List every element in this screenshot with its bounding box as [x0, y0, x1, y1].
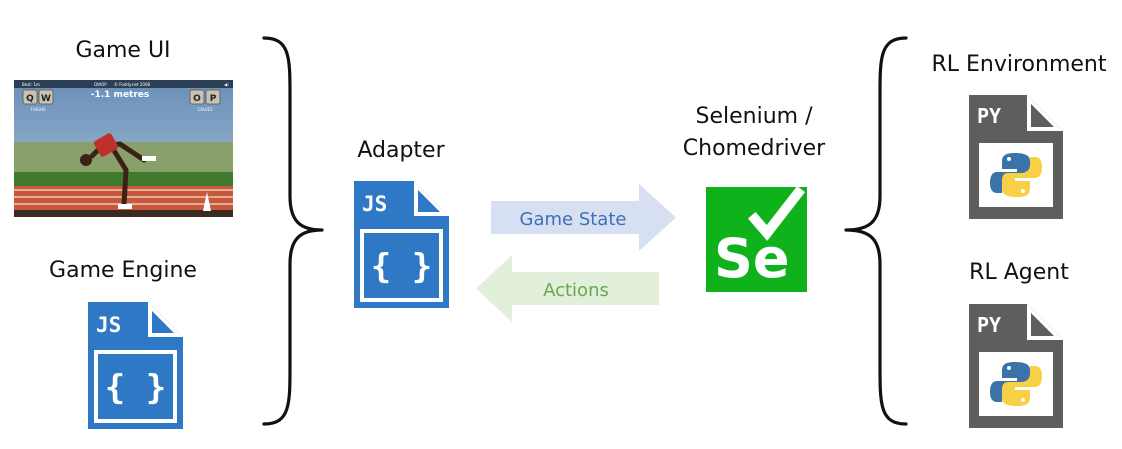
game-state-label: Game State: [520, 209, 627, 230]
key-w: W: [41, 94, 51, 104]
selenium-label-line2: Chomedriver: [682, 136, 826, 161]
rl-agent-py-file-icon: PY: [969, 304, 1063, 428]
thighs-label: THIGHS: [29, 107, 46, 112]
js-text: JS: [96, 313, 121, 337]
game-engine-js-file-icon: JS { }: [88, 302, 183, 429]
calves-label: CALVES: [197, 107, 213, 112]
right-curly-brace: [840, 36, 910, 428]
py-text: PY: [977, 104, 1001, 128]
game-engine-label: Game Engine: [49, 258, 197, 283]
distance-readout: -1.1 metres: [91, 90, 150, 100]
actions-arrow: Actions: [476, 255, 659, 322]
selenium-label-line1: Selenium /: [695, 104, 813, 129]
game-ui-screenshot: Q W O P Best: 1m QWOP © Foddy.net 2008 ◀…: [14, 80, 233, 217]
copyright: © Foddy.net 2008: [114, 82, 150, 87]
sound-icon: ◀): [224, 82, 229, 87]
rl-environment-py-file-icon: PY: [969, 95, 1063, 219]
braces-text: { }: [105, 368, 166, 408]
actions-label: Actions: [543, 280, 609, 301]
selenium-logo-icon: Se: [706, 187, 807, 292]
selenium-se-text: Se: [714, 227, 790, 290]
py-text: PY: [977, 313, 1001, 337]
rl-agent-label: RL Agent: [969, 260, 1069, 285]
game-title: QWOP: [94, 82, 107, 87]
best-score: Best: 1m: [22, 82, 40, 87]
left-curly-brace: [260, 36, 330, 428]
braces-text: { }: [371, 247, 432, 287]
js-text: JS: [362, 192, 387, 216]
game-ui-label: Game UI: [75, 38, 171, 63]
adapter-js-file-icon: JS { }: [354, 181, 449, 308]
key-p: P: [210, 94, 217, 104]
rl-environment-label: RL Environment: [931, 52, 1107, 77]
key-o: O: [193, 94, 201, 104]
key-q: Q: [26, 94, 34, 104]
adapter-label: Adapter: [357, 138, 445, 163]
game-state-arrow: Game State: [491, 184, 676, 251]
